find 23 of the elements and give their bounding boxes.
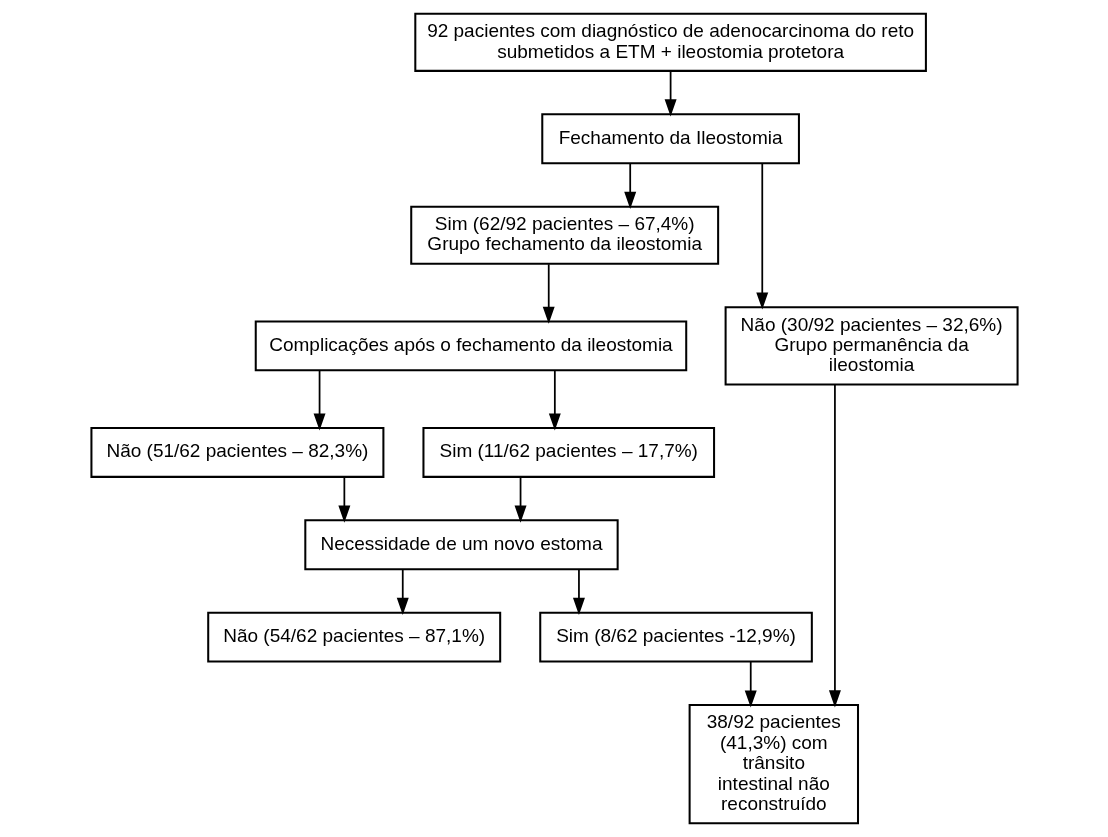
arrow <box>744 660 757 708</box>
arrow <box>396 568 409 615</box>
node-box: Não (51/62 pacientes – 82,3%) <box>89 427 384 478</box>
arrow <box>313 369 326 431</box>
node-box: Sim (62/92 pacientes – 67,4%) Grupo fechamento da ileostomia <box>409 205 719 265</box>
arrow <box>755 162 768 310</box>
node-box: Sim (8/62 pacientes -12,9%) <box>538 611 813 663</box>
node-box: 92 pacientes com diagnóstico de adenocarcinoma do reto submetidos a ETM + ileostomia protetora <box>413 12 927 72</box>
node-box: Sim (11/62 pacientes – 17,7%) <box>421 427 715 478</box>
node-box: Necessidade de um novo estoma <box>303 519 619 571</box>
node-box: Fechamento da Ileostomia <box>540 113 800 165</box>
arrow <box>548 369 561 431</box>
node-box: 38/92 pacientes (41,3%) com trânsito intestinal não reconstruído <box>688 704 859 825</box>
arrow <box>828 383 841 708</box>
arrow <box>514 476 527 523</box>
arrow <box>623 162 636 209</box>
node-box: Complicações após o fechamento da ileostomia <box>254 320 687 372</box>
arrow <box>572 568 585 615</box>
arrow <box>542 263 555 324</box>
arrow <box>664 70 677 117</box>
node-box: Não (30/92 pacientes – 32,6%) Grupo permanência da ileostomia <box>724 306 1019 386</box>
arrow <box>337 476 350 523</box>
node-box: Não (54/62 pacientes – 87,1%) <box>206 611 501 663</box>
